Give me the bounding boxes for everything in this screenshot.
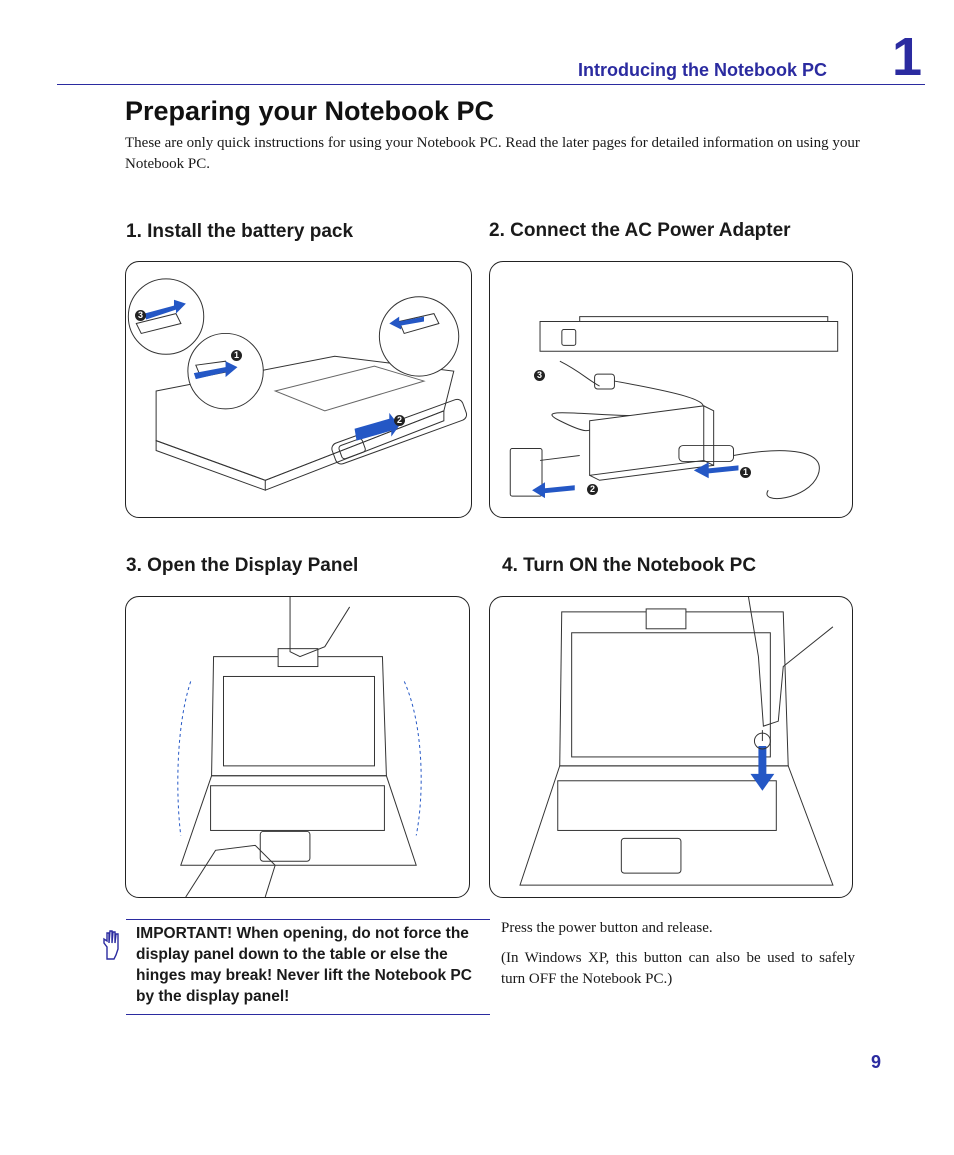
- ac-adapter-illustration: 3 1 2: [489, 261, 853, 518]
- chapter-number: 1: [892, 27, 923, 87]
- important-rule-bottom: [126, 1014, 490, 1015]
- windows-note: (In Windows XP, this button can also be …: [501, 950, 855, 987]
- step-4-title: 4. Turn ON the Notebook PC: [502, 555, 757, 576]
- step-1-title: 1. Install the battery pack: [126, 221, 354, 242]
- hand-icon: [103, 930, 119, 960]
- important-rule-top: [126, 919, 490, 920]
- callout-2: 2: [394, 415, 405, 426]
- page-number: 9: [871, 1052, 882, 1072]
- callout-1: 1: [740, 467, 751, 478]
- callout-3: 3: [135, 310, 146, 321]
- header-rule: [57, 84, 925, 85]
- arrow-1: [193, 361, 238, 380]
- arrow-3: [144, 299, 186, 320]
- important-note: IMPORTANT! When opening, do not force th…: [136, 925, 472, 1005]
- arrow-1: [693, 462, 739, 479]
- arrow-2: [354, 412, 400, 441]
- step-3-title: 3. Open the Display Panel: [126, 555, 359, 576]
- battery-illustration: 3 1 2: [125, 261, 472, 518]
- open-display-illustration: [125, 596, 470, 898]
- page-title: Preparing your Notebook PC: [125, 96, 495, 126]
- arrow-2: [532, 482, 575, 499]
- intro-paragraph: These are only quick instructions for us…: [125, 135, 860, 172]
- step-2-title: 2. Connect the AC Power Adapter: [489, 220, 791, 241]
- power-on-illustration: [489, 596, 853, 898]
- callout-2: 2: [587, 484, 598, 495]
- callout-3: 3: [534, 370, 545, 381]
- press-arrow: [758, 746, 767, 776]
- chapter-title: Introducing the Notebook PC: [578, 60, 827, 80]
- power-instruction: Press the power button and release.: [501, 920, 713, 936]
- callout-1: 1: [231, 350, 242, 361]
